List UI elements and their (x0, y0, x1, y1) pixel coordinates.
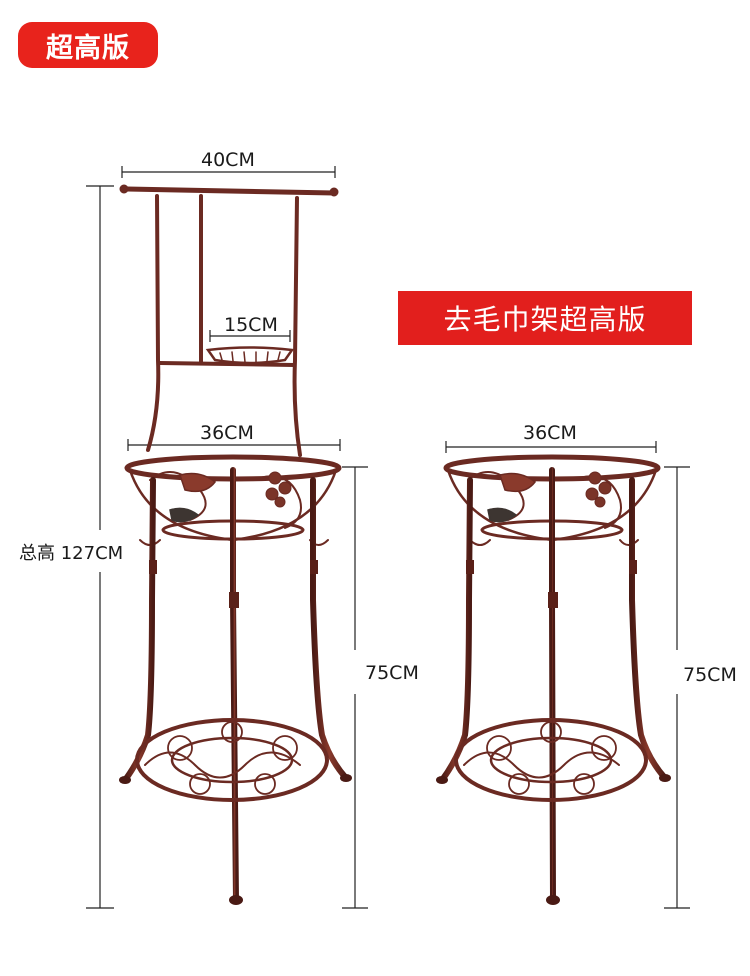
right-stand-height-label: 75CM (683, 664, 737, 686)
no-towel-rack-version-badge: 去毛巾架超高版 (398, 291, 692, 345)
right-basin-width-label: 36CM (523, 422, 577, 444)
left-stand-with-towel-rack (119, 184, 352, 905)
right-stand-without-towel-rack (436, 454, 671, 905)
dimension-lines (86, 166, 690, 909)
left-basin-width-label: 36CM (200, 422, 254, 444)
super-high-version-badge: 超高版 (18, 22, 158, 68)
left-stand-height-label: 75CM (365, 662, 419, 684)
top-bar-width-label: 40CM (201, 149, 255, 171)
total-height-label: 总高 127CM (19, 543, 124, 564)
soap-dish-width-label: 15CM (224, 314, 278, 336)
